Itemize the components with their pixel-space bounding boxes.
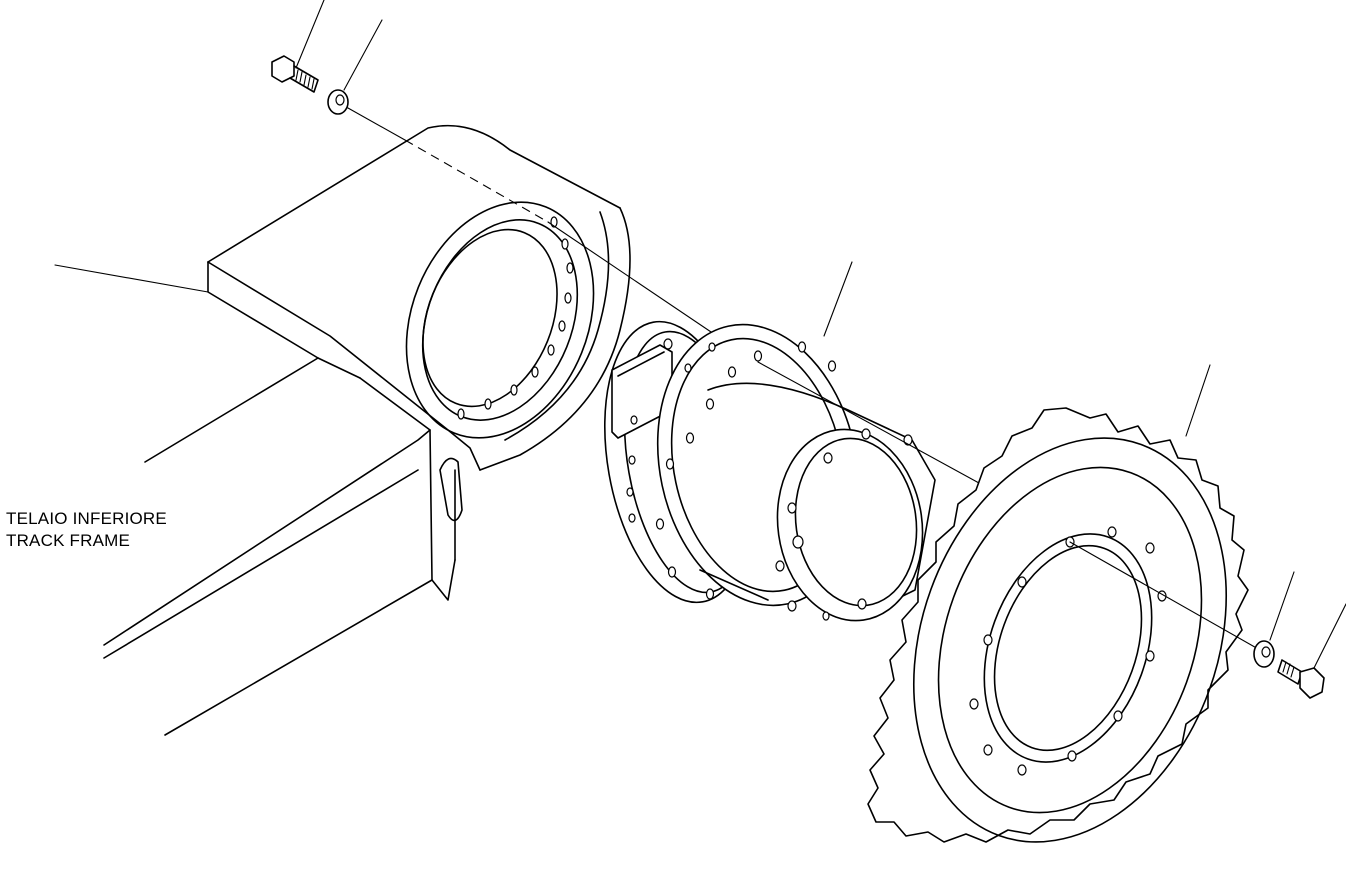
track-frame — [54, 124, 631, 736]
sprocket — [867, 364, 1249, 843]
sprocket-axis-line — [1069, 541, 1261, 651]
frame-bolt — [271, 0, 325, 93]
frame-label-italian: TELAIO INFERIORE — [6, 509, 167, 528]
sprocket-bolt — [1277, 603, 1346, 699]
sprocket-bolt-holes — [969, 526, 1167, 776]
final-drive-motor — [603, 261, 936, 622]
bolt-axis-line-left — [347, 107, 406, 141]
drive-axis-line — [757, 361, 1011, 501]
frame-bolt-holes — [457, 216, 574, 420]
hub-bolts — [775, 428, 913, 621]
frame-washer — [327, 19, 383, 115]
frame-label-english: TRACK FRAME — [6, 531, 131, 550]
bolt-axis-hidden — [404, 139, 549, 223]
drive-flange-holes — [626, 341, 837, 600]
sprocket-washer — [1253, 571, 1295, 668]
